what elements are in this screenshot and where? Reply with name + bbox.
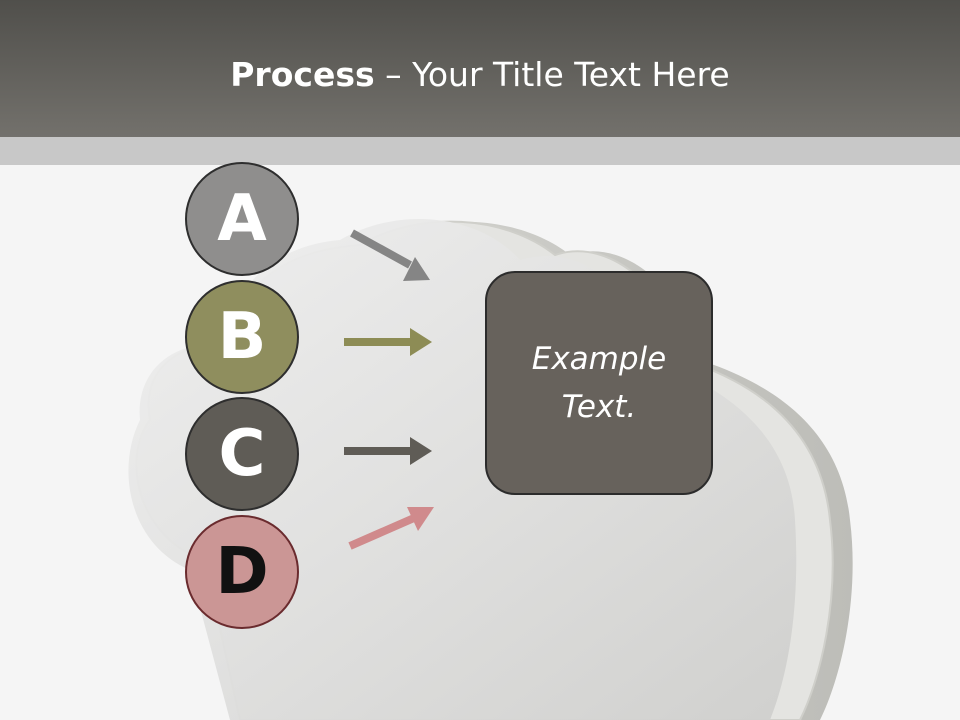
step-label-c: C: [218, 417, 266, 491]
step-label-d: D: [215, 535, 269, 609]
header-band: [0, 137, 960, 165]
step-circle-b: B: [185, 280, 299, 394]
arrow-a: [350, 229, 430, 281]
step-circle-d: D: [185, 515, 299, 629]
box-line-1: Example: [531, 341, 667, 377]
arrow-c: [344, 437, 432, 465]
header-bar: [0, 0, 960, 137]
step-label-b: B: [217, 300, 267, 374]
title-rest: – Your Title Text Here: [374, 55, 730, 94]
title-bold: Process: [230, 55, 375, 94]
step-label-a: A: [217, 182, 267, 256]
step-circle-c: C: [185, 397, 299, 511]
example-text-box: Example Text.: [485, 271, 713, 495]
box-line-2: Text.: [561, 389, 637, 425]
slide-title: Process – Your Title Text Here: [0, 52, 960, 98]
arrow-d: [348, 507, 434, 550]
step-circle-a: A: [185, 162, 299, 276]
arrow-b: [344, 328, 432, 356]
